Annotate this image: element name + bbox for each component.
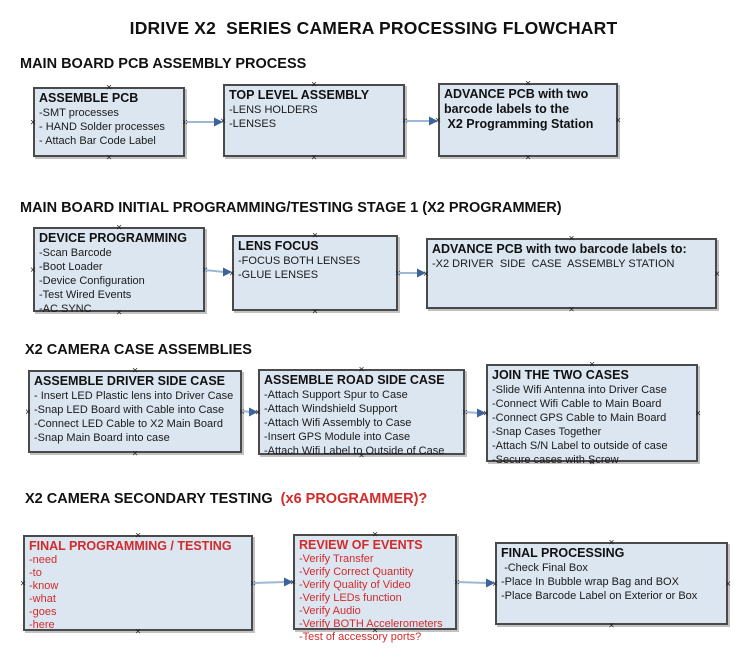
- flow-box-item: -what: [29, 593, 56, 605]
- flow-box-assemble-driver-side-case[interactable]: ASSEMBLE DRIVER SIDE CASE - Insert LED Pl…: [28, 370, 242, 453]
- flow-box-item: - Insert LED Plastic lens into Driver Ca…: [34, 390, 234, 402]
- flow-box-item: -Attach Wifi Assembly to Case: [264, 417, 412, 429]
- flow-box-item: -X2 DRIVER SIDE CASE ASSEMBLY STATION: [432, 258, 675, 270]
- flow-box-item: -Test of accessory ports?: [299, 631, 422, 643]
- flow-box-item: -Verify Correct Quantity: [299, 566, 414, 578]
- section-heading-text: X2 CAMERA CASE ASSEMBLIES: [25, 342, 252, 358]
- flow-box-item: -Connect LED Cable to X2 Main Board: [34, 418, 223, 430]
- flow-box-item: -LENSES: [229, 118, 277, 130]
- flow-box-assemble-pcb[interactable]: ASSEMBLE PCB -SMT processes - HAND Solder …: [33, 87, 185, 157]
- connector-arrow[interactable]: [456, 578, 495, 588]
- connector-arrow[interactable]: [398, 268, 426, 278]
- flow-box-item: -Verify Audio: [299, 605, 361, 617]
- flow-box-item: -Connect GPS Cable to Main Board: [492, 412, 667, 424]
- flow-box-item: -know: [29, 580, 59, 592]
- flow-box-review-of-events[interactable]: REVIEW OF EVENTS-Verify Transfer-Verify …: [293, 534, 457, 643]
- flow-box-item: -AC SYNC: [39, 303, 92, 315]
- flow-box-join-the-two-cases[interactable]: JOIN THE TWO CASES -Slide Wifi Antenna in…: [486, 364, 698, 466]
- flow-box-title: ASSEMBLE PCB: [39, 91, 139, 105]
- flow-box-title: ASSEMBLE DRIVER SIDE CASE: [34, 374, 226, 388]
- flow-box-item: -Check Final Box: [501, 562, 588, 574]
- flow-box-item: -Test Wired Events: [39, 289, 132, 301]
- connector-arrow[interactable]: [252, 577, 293, 587]
- flow-box-lens-focus[interactable]: LENS FOCUS -FOCUS BOTH LENSES -GLUE LENSES: [232, 235, 398, 311]
- flow-box-item: -Insert GPS Module into Case: [264, 431, 411, 443]
- flow-box-item: -Verify LEDs function: [299, 592, 402, 604]
- flow-box-item: -SMT processes: [39, 107, 119, 119]
- page-title: IDRIVE X2 SERIES CAMERA PROCESSING FLOWC…: [129, 18, 618, 38]
- section-heading-x2-camera-case-assemblies: X2 CAMERA CASE ASSEMBLIES: [25, 342, 252, 358]
- flow-box-item: -Connect Wifi Cable to Main Board: [492, 398, 662, 410]
- flow-box-item: -Secure cases with Screw: [492, 454, 619, 466]
- flow-box-title: ASSEMBLE ROAD SIDE CASE: [264, 373, 445, 387]
- flow-box-top-level-assembly[interactable]: TOP LEVEL ASSEMBLY -LENS HOLDERS -LENSES: [223, 84, 405, 157]
- section-heading-text: MAIN BOARD PCB ASSEMBLY PROCESS: [20, 56, 307, 72]
- section-heading-text: (x6 PROGRAMMER)?: [280, 491, 428, 507]
- connector-arrow[interactable]: [204, 267, 232, 277]
- flow-box-item: -Slide Wifi Antenna into Driver Case: [492, 384, 667, 396]
- flow-box-item: -Snap Main Board into case: [34, 432, 170, 444]
- flow-box-title: REVIEW OF EVENTS: [299, 538, 423, 552]
- connector-arrow[interactable]: [405, 116, 438, 126]
- flow-box-item: -Scan Barcode: [39, 247, 112, 259]
- connector-arrow[interactable]: [464, 408, 486, 418]
- flow-box-title: ADVANCE PCB with two barcode labels to t…: [444, 87, 594, 131]
- connector-arrow[interactable]: [241, 407, 258, 417]
- flow-box-advance-pcb-to-programming-station[interactable]: ADVANCE PCB with two barcode labels to t…: [438, 83, 618, 157]
- flow-box-advance-pcb-to-driver-side-station[interactable]: ADVANCE PCB with two barcode labels to: -…: [426, 238, 717, 309]
- flow-box-item: - HAND Solder processes: [39, 121, 165, 133]
- flow-box-item: -need: [29, 554, 58, 566]
- flow-box-title: TOP LEVEL ASSEMBLY: [229, 88, 370, 102]
- flow-box-title: JOIN THE TWO CASES: [492, 368, 629, 382]
- section-heading-main-board-initial-programming: MAIN BOARD INITIAL PROGRAMMING/TESTING S…: [20, 200, 562, 216]
- flow-box-item: -FOCUS BOTH LENSES: [238, 255, 361, 267]
- flow-box-item: -Place In Bubble wrap Bag and BOX: [501, 576, 679, 588]
- flow-box-final-programming-testing[interactable]: FINAL PROGRAMMING / TESTING-need-to-know…: [23, 535, 253, 631]
- flow-box-item: -here: [29, 619, 55, 631]
- flow-box-item: -Verify BOTH Accelerometers: [299, 618, 443, 630]
- section-heading-x2-camera-secondary-testing: X2 CAMERA SECONDARY TESTING (x6 PROGRAMM…: [25, 491, 427, 507]
- connector-arrow[interactable]: [185, 117, 223, 127]
- flow-box-item: -Attach Wifi Label to Outside of Case: [264, 445, 445, 457]
- flow-box-title: DEVICE PROGRAMMING: [39, 231, 187, 245]
- flow-box-device-programming[interactable]: DEVICE PROGRAMMING -Scan Barcode -Boot Loa…: [33, 227, 205, 315]
- flow-box-title: FINAL PROCESSING: [501, 546, 625, 560]
- flow-box-item: -Attach Windshield Support: [264, 403, 398, 415]
- flow-box-item: -Snap LED Board with Cable into Case: [34, 404, 225, 416]
- section-heading-main-board-pcb-assembly: MAIN BOARD PCB ASSEMBLY PROCESS: [20, 56, 306, 72]
- flow-box-item: -to: [29, 567, 42, 579]
- flow-box-item: -LENS HOLDERS: [229, 104, 318, 116]
- flow-box-item: -Place Barcode Label on Exterior or Box: [501, 590, 698, 602]
- flow-box-item: -Verify Quality of Video: [299, 579, 411, 591]
- flow-box-item: - Attach Bar Code Label: [39, 135, 156, 147]
- flow-box-item: -goes: [29, 606, 57, 618]
- flow-box-title: LENS FOCUS: [238, 239, 319, 253]
- section-heading-text: MAIN BOARD INITIAL PROGRAMMING/TESTING S…: [20, 200, 562, 216]
- flow-box-item: -GLUE LENSES: [238, 269, 319, 281]
- flow-box-title: ADVANCE PCB with two barcode labels to:: [432, 242, 687, 256]
- flow-box-title: FINAL PROGRAMMING / TESTING: [29, 539, 232, 553]
- flow-box-item: -Device Configuration: [39, 275, 145, 287]
- flow-box-item: -Attach S/N Label to outside of case: [492, 440, 668, 452]
- flow-box-item: -Snap Cases Together: [492, 426, 602, 438]
- flow-box-item: -Attach Support Spur to Case: [264, 389, 408, 401]
- flow-box-final-processing[interactable]: FINAL PROCESSING -Check Final Box -Place …: [495, 542, 728, 625]
- flow-box-assemble-road-side-case[interactable]: ASSEMBLE ROAD SIDE CASE -Attach Support S…: [258, 369, 465, 457]
- section-heading-text: X2 CAMERA SECONDARY TESTING: [25, 491, 281, 507]
- flow-box-item: -Verify Transfer: [299, 553, 374, 565]
- flow-box-item: -Boot Loader: [39, 261, 103, 273]
